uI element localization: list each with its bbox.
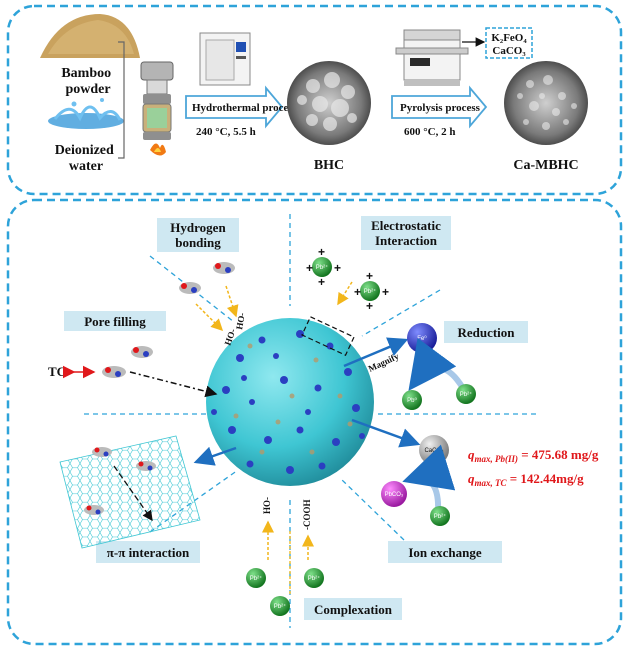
tc-molecule-hb xyxy=(179,262,235,294)
ion-exchange-arc xyxy=(402,444,456,513)
hydrogen-bonding-box xyxy=(157,218,239,252)
bamboo-powder-label: Bamboo powder xyxy=(61,66,114,97)
reduction-arc xyxy=(408,337,467,392)
qmax-tc-text: qmax, TC = 142.44mg/g xyxy=(468,471,584,488)
tc-molecules-pi xyxy=(84,447,156,515)
magnify-region xyxy=(301,315,355,357)
svg-text:+: + xyxy=(354,285,361,299)
svg-text:+: + xyxy=(366,269,373,283)
bamboo-powder-icon xyxy=(40,14,140,58)
ion-exchange-box xyxy=(388,541,502,563)
svg-text:+: + xyxy=(318,275,325,289)
svg-text:+: + xyxy=(366,299,373,313)
pb2-ball-reduction xyxy=(456,384,476,404)
qmax-pb-text: qmax, Pb(II) = 475.68 mg/g xyxy=(468,447,599,464)
reduction-label: Reduction xyxy=(457,325,515,340)
hb-arrow-2 xyxy=(195,303,224,332)
hydrothermal-arrow xyxy=(185,85,284,129)
caco3-label: CaCO₃ xyxy=(424,448,444,454)
caco3-particles xyxy=(233,343,353,455)
reduction-box xyxy=(444,321,528,343)
ion-exchange-arrow xyxy=(351,418,421,448)
bhc-particles xyxy=(297,72,357,131)
svg-text:+: + xyxy=(306,261,313,275)
pb2-ball-complex-1 xyxy=(246,568,266,588)
hydrothermal-process-label: Hydrothermal process xyxy=(192,102,298,114)
complexation-box xyxy=(304,598,402,620)
ca-mbhc-sem-image xyxy=(504,61,588,145)
pyrolysis-conditions: 600 °C, 2 h xyxy=(404,126,455,138)
pb2-ball-complex-2 xyxy=(304,568,324,588)
pb2-label-complex-2: Pb²⁺ xyxy=(308,575,321,582)
ca-mbhc-texture xyxy=(517,75,577,130)
tc-molecule-pore xyxy=(102,346,153,378)
ho-label-3: HO- xyxy=(262,497,272,514)
pore-filling-label: Pore filling xyxy=(84,314,146,329)
ion-exchange-label: Ion exchange xyxy=(408,545,482,560)
electrostatic-box xyxy=(361,216,451,250)
ca-mbhc-label: Ca-MBHC xyxy=(513,158,578,173)
pyrolysis-arrow xyxy=(391,85,488,129)
bhc-label: BHC xyxy=(314,158,344,173)
plus-charges: + + + + + + + + xyxy=(306,245,389,313)
pb2-label-complex-1: Pb²⁺ xyxy=(250,575,263,582)
graphene-sheet xyxy=(59,435,201,549)
pb2-label-electro-1: Pb²⁺ xyxy=(316,264,329,271)
pb2-ball-complex-3 xyxy=(270,596,290,616)
bottom-panel-frame xyxy=(6,198,623,646)
pb2-label-reduction: Pb²⁺ xyxy=(460,391,473,398)
electro-arrow xyxy=(337,281,353,306)
pb0-ball xyxy=(402,390,422,410)
magnify-arrow xyxy=(343,337,409,368)
autoclave-reactor-icon xyxy=(140,61,174,156)
deionized-water-label: Deionized water xyxy=(55,143,118,174)
pb0-label: Pb⁰ xyxy=(407,397,417,404)
tc-label: TC xyxy=(48,364,66,379)
pore-filling-arrow xyxy=(129,371,218,398)
top-panel-frame xyxy=(6,4,623,196)
pi-pi-arrow xyxy=(193,446,237,466)
pb2-ball-exchange xyxy=(430,506,450,526)
reagent-caco3: CaCO₃ xyxy=(492,45,526,57)
fe0-label: Fe⁰ xyxy=(417,335,427,342)
pi-pi-box xyxy=(96,541,200,563)
pi-pi-dash-arrow xyxy=(113,465,153,522)
reagent-k2feo4: K₂FeO₄ xyxy=(491,32,527,44)
ca-mbhc-sphere xyxy=(206,318,374,486)
deionized-water-icon xyxy=(48,98,124,129)
svg-text:+: + xyxy=(382,285,389,299)
fe-nanoparticles xyxy=(211,330,365,474)
pb2-label-exchange: Pb²⁺ xyxy=(434,513,447,520)
pbco3-label: PbCO₃ xyxy=(385,492,404,498)
svg-text:+: + xyxy=(318,245,325,259)
oven-icon xyxy=(199,32,251,86)
ho-label-1: HO- xyxy=(234,312,247,330)
reagent-box xyxy=(485,27,533,59)
pyrolysis-process-label: Pyrolysis process xyxy=(400,102,481,114)
pore-filling-box xyxy=(64,311,166,331)
hb-arrow-1 xyxy=(225,285,239,318)
pi-pi-label: π-π interaction xyxy=(107,545,190,560)
pbco3-ball xyxy=(381,481,407,507)
pb2-label-complex-3: Pb²⁺ xyxy=(274,603,287,610)
svg-text:+: + xyxy=(334,261,341,275)
tube-furnace-icon xyxy=(395,29,469,86)
electrostatic-ions xyxy=(312,257,380,301)
complexation-label: Complexation xyxy=(314,602,393,617)
hydrothermal-conditions: 240 °C, 5.5 h xyxy=(196,126,256,138)
cooh-label: -COOH xyxy=(302,500,312,531)
input-bracket xyxy=(118,41,125,159)
pb2-label-electro-2: Pb²⁺ xyxy=(364,288,377,295)
